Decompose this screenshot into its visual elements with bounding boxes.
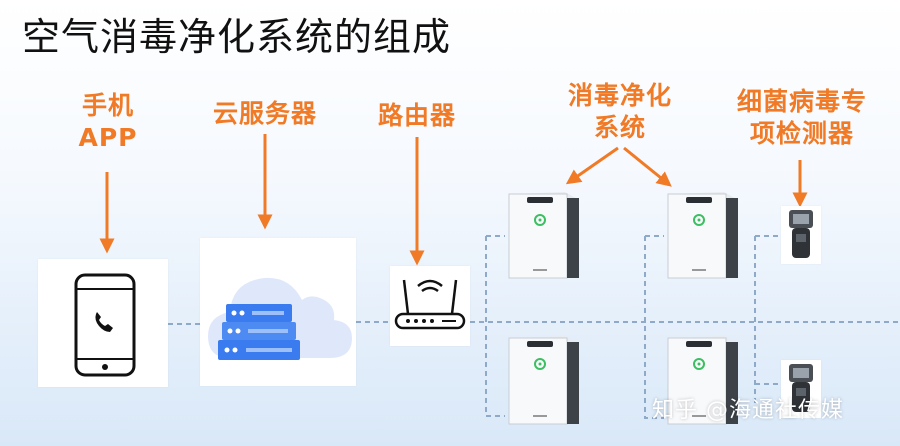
arrow-to-purifier-right <box>623 146 672 187</box>
phone-app-label-line1: 手机 <box>81 91 134 120</box>
detector-icon <box>789 210 813 258</box>
purifier-top-right <box>662 190 740 280</box>
link-detector-top <box>754 235 782 406</box>
detector-label: 细菌病毒专 项检测器 <box>722 86 882 150</box>
cloud-server-card <box>200 238 356 386</box>
detector-icon <box>789 364 813 412</box>
router-icon <box>394 279 466 330</box>
purifier-system-label: 消毒净化 系统 <box>550 80 690 144</box>
detector-top <box>781 206 821 264</box>
air-purifier-icon <box>667 192 738 279</box>
link-left-column <box>485 235 505 417</box>
router-card <box>390 266 470 346</box>
page-title: 空气消毒净化系统的组成 <box>22 15 452 59</box>
air-purifier-icon <box>667 336 738 425</box>
phone-app-label-line2: APP <box>78 123 138 152</box>
air-purifier-icon <box>508 192 579 279</box>
cloud-server-label: 云服务器 <box>212 99 317 128</box>
link-right-column <box>644 235 664 419</box>
purifier-bottom-right <box>662 334 740 426</box>
arrow-to-purifier-left <box>565 146 619 185</box>
purifier-top-left <box>503 190 581 280</box>
router-label: 路由器 <box>377 101 456 130</box>
detector-label-line2: 项检测器 <box>749 119 854 148</box>
cloud-server-icon <box>208 277 352 360</box>
phone-card <box>38 259 168 387</box>
phone-app-label: 手机 APP <box>58 90 158 154</box>
watermark: 知乎 @海通社传媒 <box>652 398 844 423</box>
purifier-system-label-line2: 系统 <box>593 113 646 142</box>
detector-bottom <box>781 360 821 418</box>
phone-icon <box>74 273 136 377</box>
purifier-bottom-left <box>503 334 581 426</box>
air-purifier-icon <box>508 336 579 425</box>
purifier-system-label-line1: 消毒净化 <box>567 81 672 110</box>
detector-label-line1: 细菌病毒专 <box>736 87 867 116</box>
